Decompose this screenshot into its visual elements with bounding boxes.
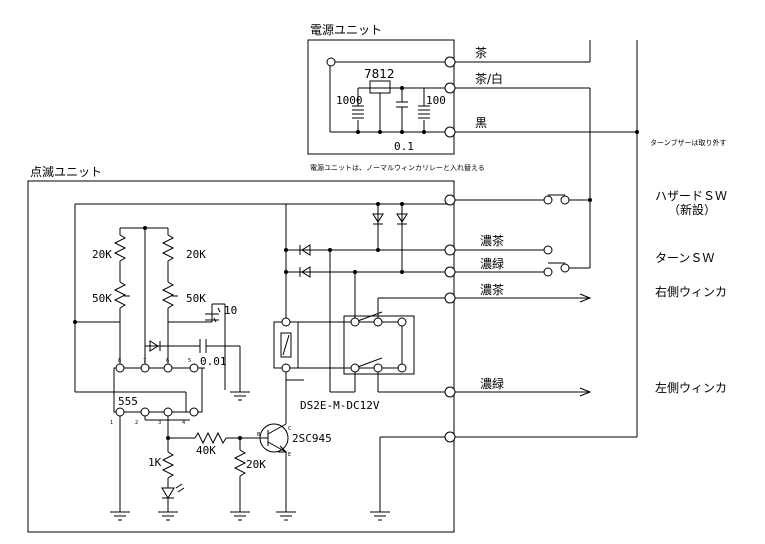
r2-label: 20K	[186, 248, 206, 261]
ic-555	[113, 367, 203, 413]
transistor-2sc945	[259, 423, 289, 453]
pot-50k-right	[161, 281, 175, 309]
relay-label: DS2E-M-DC12V	[300, 399, 380, 412]
wire-dark-brown-2: 濃茶	[480, 282, 504, 297]
power-unit-circuit	[329, 61, 450, 134]
led-indicator	[161, 487, 175, 499]
vr2-label: 50K	[186, 292, 206, 305]
hazard-switch-label: ハザードＳＷ	[655, 189, 727, 203]
ic-pin-5: 5	[188, 358, 191, 364]
cap-1000-symbol	[352, 105, 364, 119]
buzzer-note: ターンブザーは取り外す	[650, 138, 726, 147]
diode-d3	[299, 266, 311, 278]
resistor-40k	[194, 431, 227, 445]
cap-100-symbol	[418, 105, 430, 119]
ground-symbols	[110, 511, 390, 521]
regulator-label: 7812	[364, 67, 395, 81]
regulator-7812	[369, 80, 391, 94]
ic-pin-8: 8	[118, 358, 121, 364]
tr-pin-e: E	[288, 452, 291, 458]
resistor-1k	[161, 451, 175, 479]
tr-pin-b: B	[257, 432, 261, 438]
wire-brown-label: 茶	[475, 45, 487, 60]
cap-001-label: 0.01	[200, 355, 227, 368]
ic-pin-2: 2	[135, 420, 138, 426]
diode-d2	[299, 244, 311, 256]
ic-555-label: 555	[118, 395, 138, 408]
cap-10-label: 10	[224, 304, 237, 317]
r-40k-label: 40K	[196, 444, 216, 457]
diode-d1	[149, 340, 161, 352]
r1-label: 20K	[92, 248, 112, 261]
harness-wiring	[379, 40, 639, 512]
ic-pin-1: 1	[110, 420, 113, 426]
resistor-20k-base	[233, 449, 247, 477]
transistor-label: 2SC945	[292, 432, 332, 445]
resistor-20k-left	[113, 234, 127, 262]
hazard-new-label: （新設）	[668, 202, 716, 217]
power-unit-title: 電源ユニット	[310, 23, 382, 37]
turn-switch-label: ターンＳＷ	[655, 251, 714, 265]
left-winker-label: 左側ウィンカ	[655, 380, 727, 395]
diode-d4	[372, 213, 384, 225]
r-1k-label: 1K	[148, 456, 162, 469]
vr1-label: 50K	[92, 292, 112, 305]
wire-brown-white-label: 茶/白	[475, 71, 503, 86]
ic-pin-4: 4	[182, 420, 185, 426]
wire-dark-green-2: 濃緑	[480, 376, 504, 391]
wire-dark-green-1: 濃緑	[480, 256, 504, 271]
right-winker-label: 右側ウィンカ	[655, 284, 727, 299]
cap-01-label: 0.1	[394, 140, 414, 153]
wire-black-label: 黒	[475, 116, 487, 130]
flasher-unit-title: 点滅ユニット	[30, 165, 102, 179]
cap-100-label: 100	[426, 94, 446, 107]
r-20k-base-label: 20K	[246, 458, 266, 471]
power-unit-box	[307, 39, 455, 155]
cap-1000-label: 1000	[336, 94, 363, 107]
flasher-unit-box	[27, 180, 455, 533]
ic-pin-6: 6	[166, 358, 169, 364]
relay-ds2e	[273, 298, 415, 375]
resistor-20k-right	[161, 234, 175, 262]
diode-d5	[396, 213, 408, 225]
ic-pin-3: 3	[158, 420, 161, 426]
wire-dark-brown-1: 濃茶	[480, 233, 504, 248]
terminal-nodes	[115, 56, 570, 443]
tr-pin-c: C	[288, 426, 292, 432]
power-unit-note: 電源ユニットは、ノーマルウィンカリレーと入れ替える	[310, 163, 485, 172]
ic-pin-7: 7	[143, 358, 146, 364]
pot-50k-left	[113, 281, 127, 309]
